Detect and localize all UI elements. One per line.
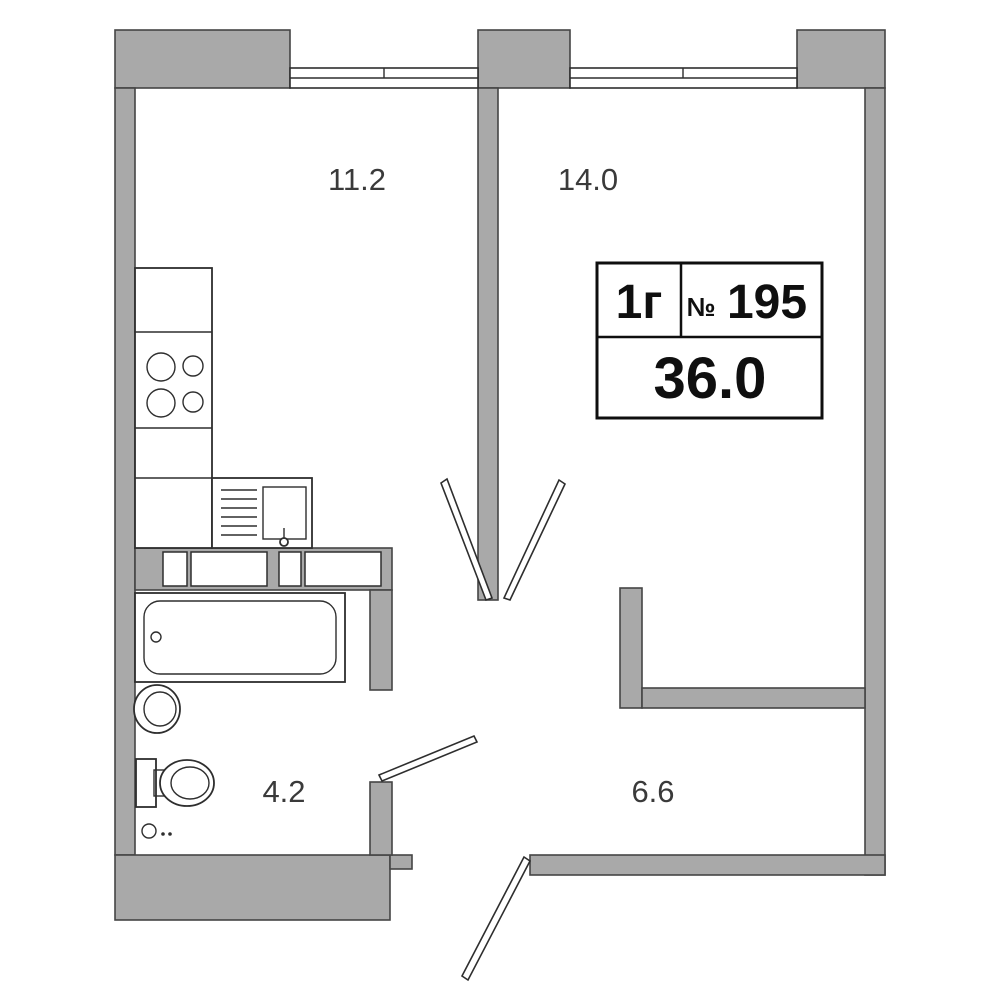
vent-duct-3 <box>278 551 302 587</box>
room-label-bathroom: 4.2 <box>262 774 305 809</box>
door-leaf-right <box>502 478 567 601</box>
wall-top-right-block <box>796 29 886 89</box>
bathtub-inner <box>143 600 337 675</box>
bathtub <box>134 592 346 683</box>
apartment-number: 195 <box>727 276 807 329</box>
stove-burner <box>146 352 176 382</box>
kitchen-sink <box>211 477 313 549</box>
toilet <box>135 758 215 808</box>
stove <box>146 352 204 418</box>
info-plate: 1г № 195 36.0 <box>595 261 824 420</box>
wall-bottom-left-block <box>114 854 391 921</box>
room-label-kitchen: 11.2 <box>328 162 386 197</box>
wall-bathroom-right-upper <box>369 589 393 691</box>
room-label-living-room: 14.0 <box>558 162 618 197</box>
drain-dot <box>161 832 165 836</box>
washbasin-bowl <box>133 684 181 734</box>
info-plate-box <box>595 261 824 420</box>
door-leaf-left <box>440 477 494 602</box>
wall-bottom-right <box>529 854 886 876</box>
sink-faucet <box>279 537 289 547</box>
wall-bathroom-right-lower <box>369 781 393 856</box>
bathroom-door <box>377 734 479 783</box>
entrance-door <box>460 855 532 982</box>
stove-burner <box>146 388 176 418</box>
room-label-hallway: 6.6 <box>631 774 674 809</box>
window-1 <box>289 67 479 89</box>
wall-entrance-stub <box>389 854 413 870</box>
wall-kitchen-room-divider <box>477 87 499 601</box>
vent-duct-1 <box>162 551 188 587</box>
door-leaf <box>377 734 479 783</box>
wall-right <box>864 87 886 876</box>
apartment-type: 1г <box>616 276 663 329</box>
toilet-tank <box>135 758 157 808</box>
total-area: 36.0 <box>654 346 767 411</box>
number-sign: № <box>687 292 716 322</box>
wall-left <box>114 87 136 856</box>
toilet-bowl-inner <box>170 766 210 800</box>
washbasin <box>133 684 181 734</box>
vent-duct-4 <box>304 551 382 587</box>
stove-burner <box>182 355 204 377</box>
washbasin-inner <box>143 691 177 727</box>
bathtub-outline <box>134 592 346 683</box>
drain-dot <box>168 832 172 836</box>
vent-duct-2 <box>190 551 268 587</box>
stove-burner <box>182 391 204 413</box>
sink-rack <box>221 489 257 536</box>
drain-point <box>141 823 172 839</box>
wall-hallway-stub <box>619 587 643 709</box>
window-2 <box>569 67 798 89</box>
wall-hallway-horizontal <box>641 687 866 709</box>
wall-top-middle-block <box>477 29 571 89</box>
toilet-bowl <box>159 759 215 807</box>
drain-circle <box>141 823 157 839</box>
wall-top-left-block <box>114 29 291 89</box>
vent-ducts <box>162 551 382 587</box>
sink-unit <box>211 477 313 549</box>
double-door-living <box>440 477 567 602</box>
bathtub-drain <box>150 631 162 643</box>
door-leaf <box>460 855 532 982</box>
